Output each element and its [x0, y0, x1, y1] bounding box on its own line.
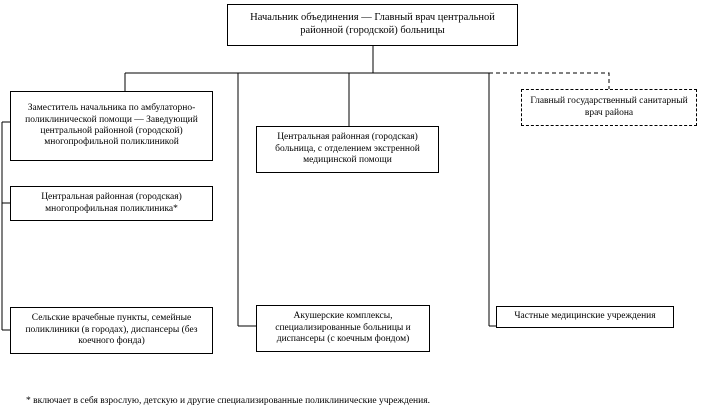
- central-hospital-box: Центральная районная (городская) больниц…: [256, 126, 439, 173]
- private-institutions-box: Частные медицинские учреждения: [496, 306, 674, 328]
- central-polyclinic-label: Центральная районная (городская) многопр…: [41, 192, 182, 214]
- central-hospital-label: Центральная районная (городская) больниц…: [275, 132, 420, 166]
- head-physician-label: Начальник объединения — Главный врач цен…: [250, 12, 495, 36]
- obstetric-complexes-box: Акушерские комплексы, специализированные…: [256, 305, 430, 352]
- private-institutions-label: Частные медицинские учреждения: [514, 311, 656, 322]
- rural-points-label: Сельские врачебные пункты, семейные поли…: [25, 313, 198, 347]
- sanitary-physician-box: Главный государственный санитарный врач …: [521, 89, 697, 126]
- head-physician-box: Начальник объединения — Главный врач цен…: [227, 4, 518, 46]
- sanitary-physician-label: Главный государственный санитарный врач …: [530, 96, 688, 118]
- edge-to-sanitary: [489, 72, 610, 89]
- deputy-head-box: Заместитель начальника по амбулаторно-по…: [10, 91, 213, 161]
- obstetric-complexes-label: Акушерские комплексы, специализированные…: [275, 311, 411, 345]
- footnote: * включает в себя взрослую, детскую и др…: [26, 396, 430, 406]
- central-polyclinic-box: Центральная районная (городская) многопр…: [10, 186, 213, 221]
- deputy-head-label: Заместитель начальника по амбулаторно-по…: [25, 103, 198, 148]
- rural-points-box: Сельские врачебные пункты, семейные поли…: [10, 307, 213, 354]
